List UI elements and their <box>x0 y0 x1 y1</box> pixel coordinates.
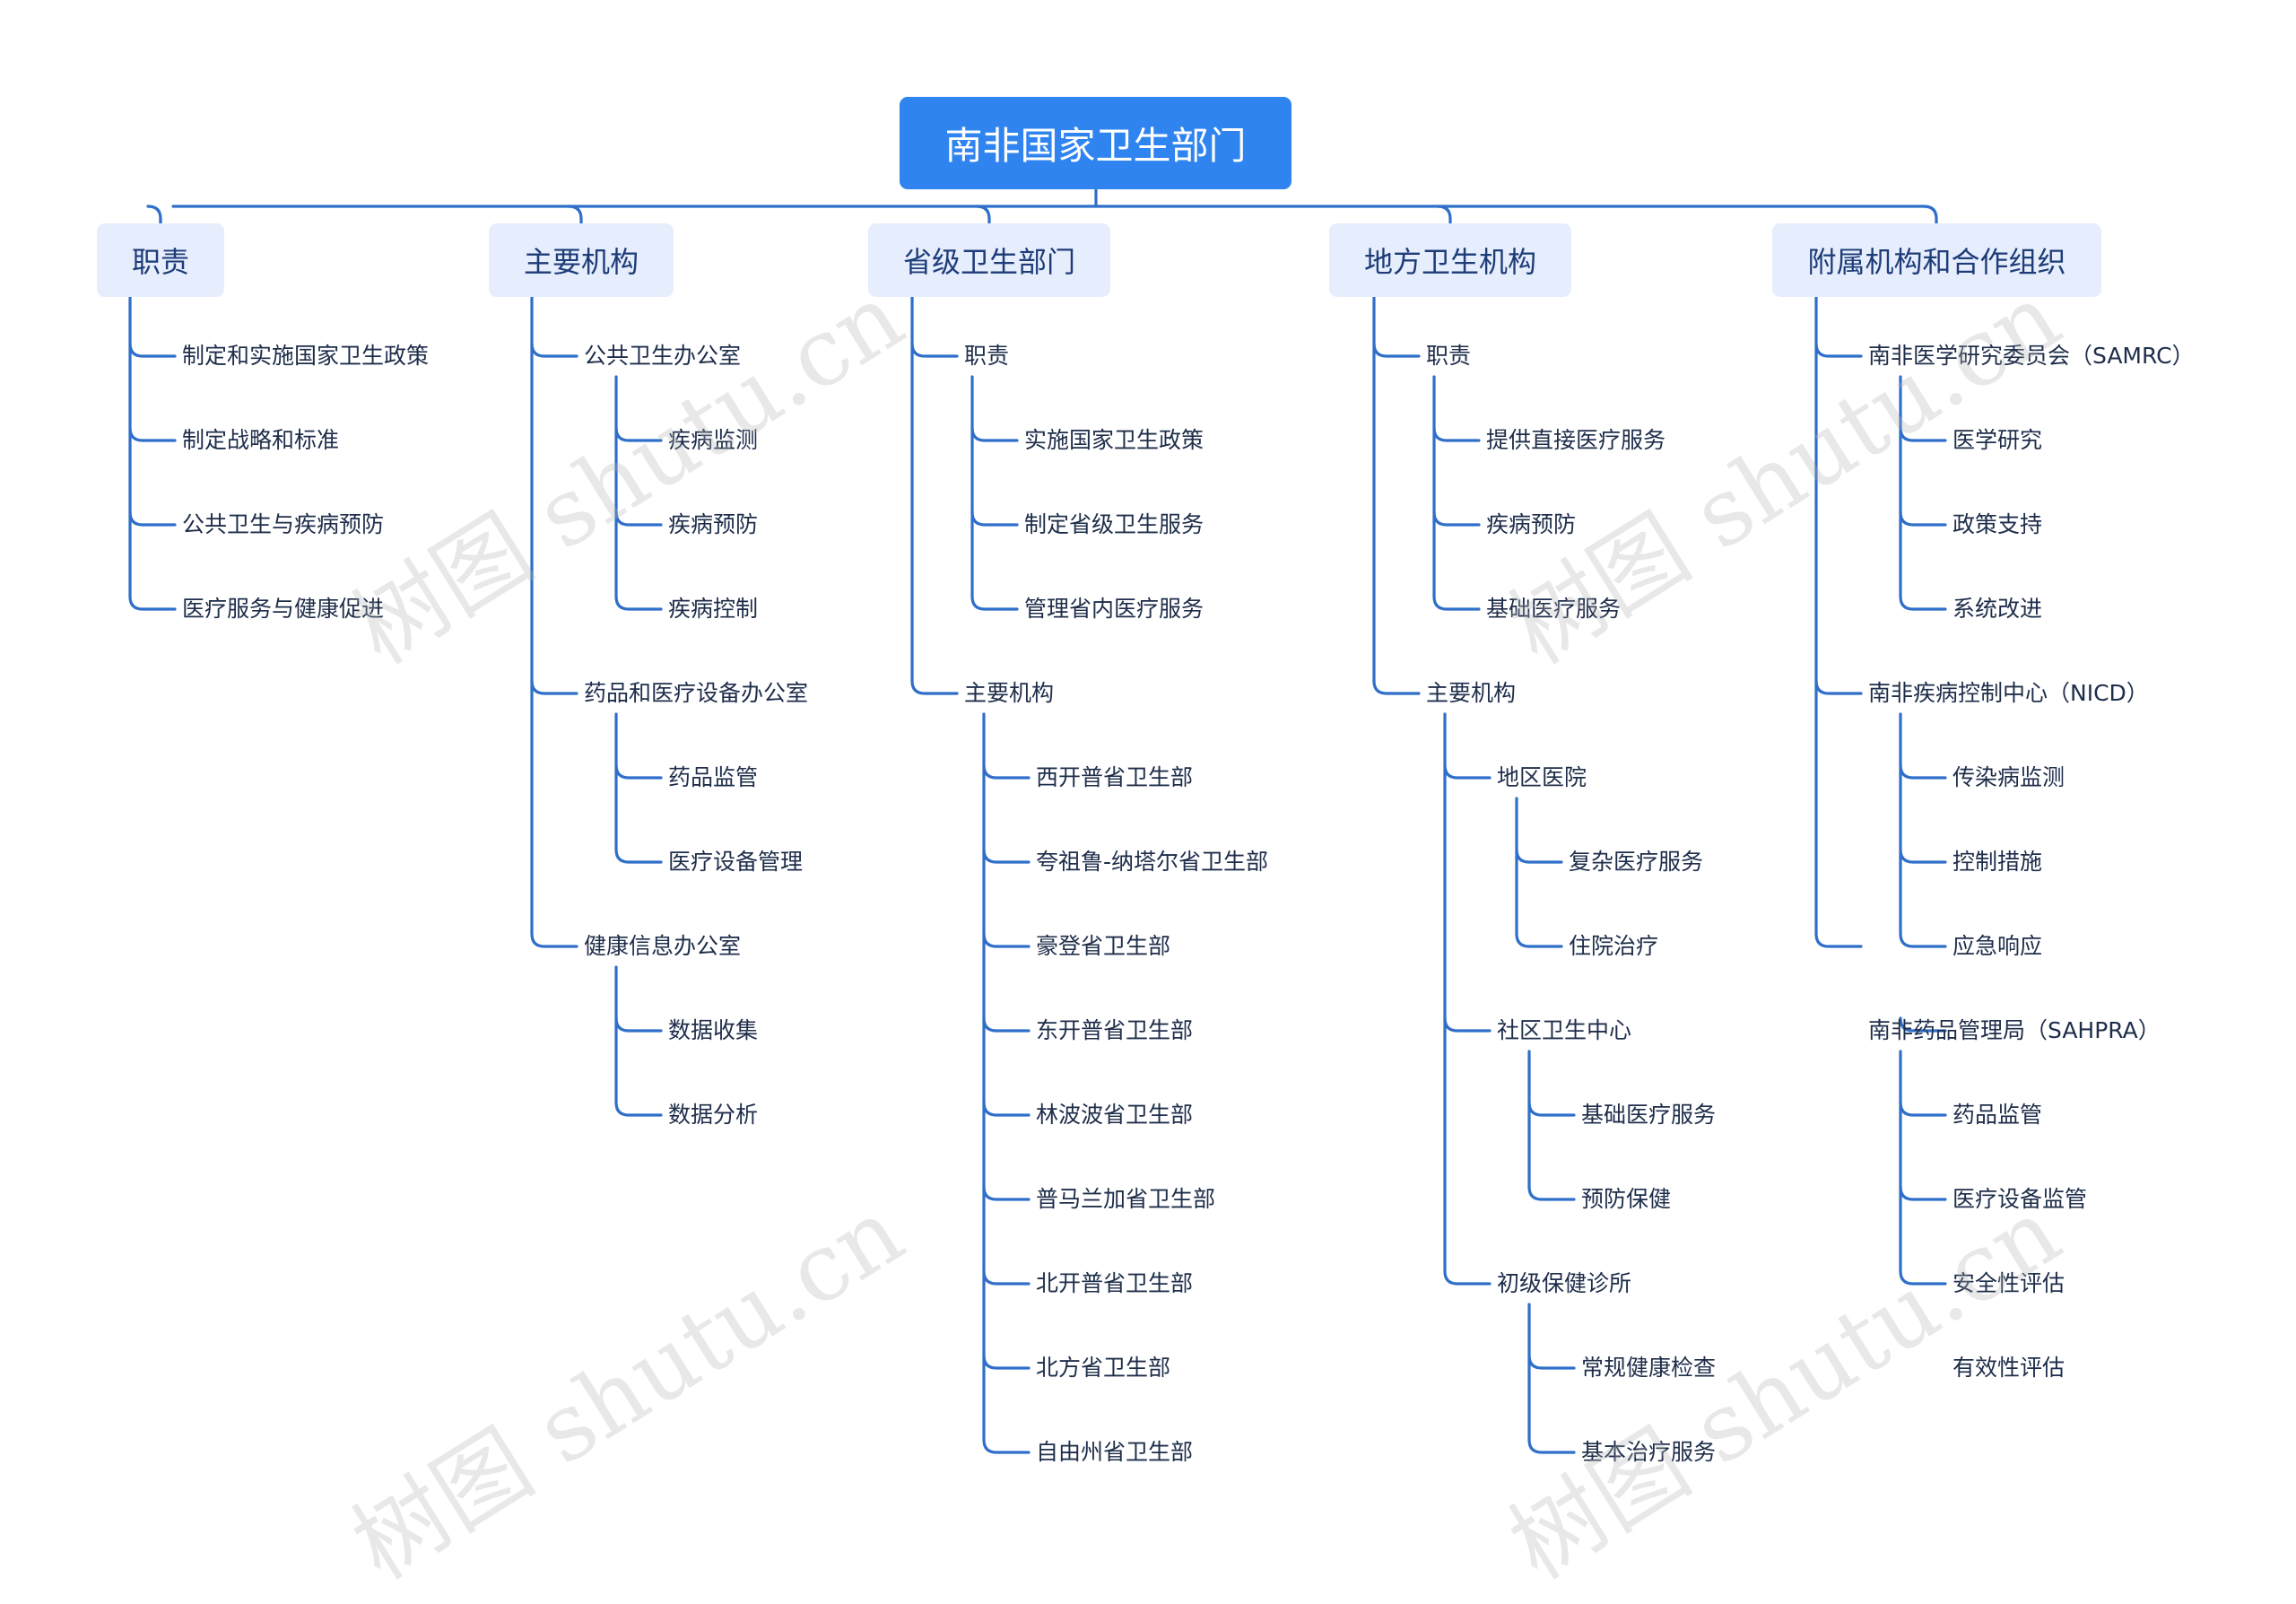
branch-node-provincial-departments[interactable]: 省级卫生部门 <box>868 223 1110 297</box>
facility-node[interactable]: 社区卫生中心 <box>1497 1017 1632 1043</box>
organization-node[interactable]: 南非医学研究委员会（SAMRC） <box>1868 343 2195 369</box>
topic-node[interactable]: 医疗服务与健康促进 <box>182 596 385 622</box>
branch-node-responsibilities[interactable]: 职责 <box>97 223 224 297</box>
topic-node[interactable]: 药品监管 <box>1952 1102 2043 1128</box>
subgroup-node[interactable]: 职责 <box>1426 343 1472 369</box>
topic-node[interactable]: 政策支持 <box>1952 511 2043 537</box>
facility-node[interactable]: 地区医院 <box>1497 764 1587 790</box>
subgroup-node[interactable]: 主要机构 <box>964 680 1055 706</box>
root-node[interactable]: 南非国家卫生部门 <box>900 97 1292 189</box>
topic-node[interactable]: 基础医疗服务 <box>1581 1102 1717 1128</box>
topic-node[interactable]: 安全性评估 <box>1952 1270 2066 1296</box>
topic-node[interactable]: 实施国家卫生政策 <box>1024 427 1205 453</box>
topic-node[interactable]: 制定省级卫生服务 <box>1024 511 1205 537</box>
mind-map-canvas: 南非国家卫生部门 职责 主要机构 省级卫生部门 地方卫生机构 附属机构和合作组织… <box>97 97 2195 1600</box>
topic-node[interactable]: 复杂医疗服务 <box>1569 849 1704 875</box>
topic-node[interactable]: 传染病监测 <box>1952 764 2066 790</box>
branch-node-main-agencies[interactable]: 主要机构 <box>489 223 674 297</box>
province-node[interactable]: 夸祖鲁-纳塔尔省卫生部 <box>1036 849 1269 875</box>
topic-node[interactable]: 常规健康检查 <box>1581 1355 1717 1381</box>
topic-node[interactable]: 数据收集 <box>668 1017 759 1043</box>
topic-node[interactable]: 疾病预防 <box>1486 511 1577 537</box>
branch-node-affiliated-organizations[interactable]: 附属机构和合作组织 <box>1772 223 2101 297</box>
topic-node[interactable]: 管理省内医疗服务 <box>1024 596 1205 622</box>
topic-node[interactable]: 应急响应 <box>1952 933 2043 959</box>
topic-node[interactable]: 制定和实施国家卫生政策 <box>182 343 430 369</box>
topic-node[interactable]: 有效性评估 <box>1952 1355 2066 1381</box>
office-node[interactable]: 健康信息办公室 <box>584 933 742 959</box>
province-node[interactable]: 林波波省卫生部 <box>1036 1102 1194 1128</box>
province-node[interactable]: 东开普省卫生部 <box>1036 1017 1194 1043</box>
topic-node[interactable]: 疾病预防 <box>668 511 759 537</box>
topic-node[interactable]: 药品监管 <box>668 764 759 790</box>
office-node[interactable]: 药品和医疗设备办公室 <box>584 680 809 706</box>
topic-node[interactable]: 医疗设备监管 <box>1952 1186 2088 1212</box>
topic-node[interactable]: 基础医疗服务 <box>1486 596 1622 622</box>
topic-node[interactable]: 疾病监测 <box>668 427 759 453</box>
topic-node[interactable]: 公共卫生与疾病预防 <box>182 511 385 537</box>
subgroup-node[interactable]: 主要机构 <box>1426 680 1517 706</box>
topic-node[interactable]: 住院治疗 <box>1569 933 1659 959</box>
topic-node[interactable]: 医疗设备管理 <box>668 849 804 875</box>
province-node[interactable]: 自由州省卫生部 <box>1036 1439 1194 1465</box>
organization-node[interactable]: 南非疾病控制中心（NICD） <box>1868 680 2149 706</box>
province-node[interactable]: 普马兰加省卫生部 <box>1036 1186 1216 1212</box>
province-node[interactable]: 北方省卫生部 <box>1036 1355 1171 1381</box>
branch-node-local-health-institutions[interactable]: 地方卫生机构 <box>1329 223 1571 297</box>
topic-node[interactable]: 医学研究 <box>1952 427 2043 453</box>
connector-lines <box>128 187 1947 1454</box>
topic-node[interactable]: 控制措施 <box>1952 849 2043 875</box>
topic-node[interactable]: 系统改进 <box>1952 596 2043 622</box>
office-node[interactable]: 公共卫生办公室 <box>584 343 742 369</box>
topic-node[interactable]: 基本治疗服务 <box>1581 1439 1717 1465</box>
province-node[interactable]: 豪登省卫生部 <box>1036 933 1171 959</box>
topic-node[interactable]: 预防保健 <box>1581 1186 1672 1212</box>
province-node[interactable]: 西开普省卫生部 <box>1036 764 1194 790</box>
organization-node[interactable]: 南非药品管理局（SAHPRA） <box>1868 1017 2161 1043</box>
topic-node[interactable]: 提供直接医疗服务 <box>1486 427 1666 453</box>
topic-node[interactable]: 疾病控制 <box>668 596 759 622</box>
subgroup-node[interactable]: 职责 <box>964 343 1010 369</box>
facility-node[interactable]: 初级保健诊所 <box>1497 1270 1632 1296</box>
province-node[interactable]: 北开普省卫生部 <box>1036 1270 1194 1296</box>
topic-node[interactable]: 制定战略和标准 <box>182 427 340 453</box>
topic-node[interactable]: 数据分析 <box>668 1102 759 1128</box>
